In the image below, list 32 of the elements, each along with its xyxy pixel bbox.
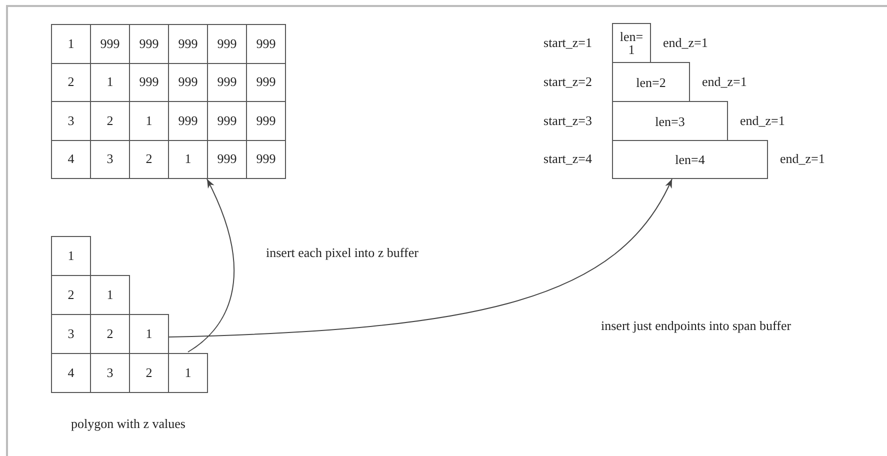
span-length: len= 1 bbox=[618, 30, 644, 56]
end-z-label: end_z=1 bbox=[740, 112, 785, 128]
grid-cell: 999 bbox=[246, 140, 286, 179]
span-box bbox=[612, 101, 728, 141]
start-z-label: start_z=1 bbox=[544, 34, 592, 50]
span-length: len=4 bbox=[675, 153, 705, 166]
grid-cell: 1 bbox=[129, 314, 169, 354]
node-label: polygon with z values bbox=[71, 416, 186, 432]
grid-cell: 1 bbox=[51, 236, 91, 276]
span-box bbox=[612, 23, 651, 63]
grid-cell: 1 bbox=[90, 275, 130, 315]
edge-label: insert just endpoints into span buffer bbox=[601, 318, 792, 334]
curved-arrow bbox=[168, 178, 672, 338]
span-length: len=3 bbox=[655, 114, 685, 128]
start-z-label: start_z=4 bbox=[544, 151, 592, 167]
polygon-grid bbox=[51, 236, 207, 392]
curved-arrow bbox=[188, 178, 234, 352]
edge-label: insert each pixel into z buffer bbox=[266, 245, 418, 261]
start-z-label: start_z=2 bbox=[544, 74, 592, 90]
start-z-label: start_z=3 bbox=[544, 112, 592, 128]
grid-cell: 4 bbox=[51, 353, 91, 393]
end-z-label: end_z=1 bbox=[663, 34, 708, 50]
grid-cell: 999 bbox=[246, 24, 286, 64]
grid-cell: 1 bbox=[51, 24, 91, 64]
end-z-label: end_z=1 bbox=[780, 151, 825, 167]
grid-cell: 4 bbox=[51, 140, 91, 179]
span-box bbox=[612, 62, 690, 102]
grid-cell: 1 bbox=[168, 353, 208, 393]
end-z-label: end_z=1 bbox=[702, 74, 747, 90]
span-length: len=2 bbox=[636, 76, 666, 88]
span-box bbox=[612, 140, 768, 179]
z-buffer-grid bbox=[51, 24, 285, 178]
